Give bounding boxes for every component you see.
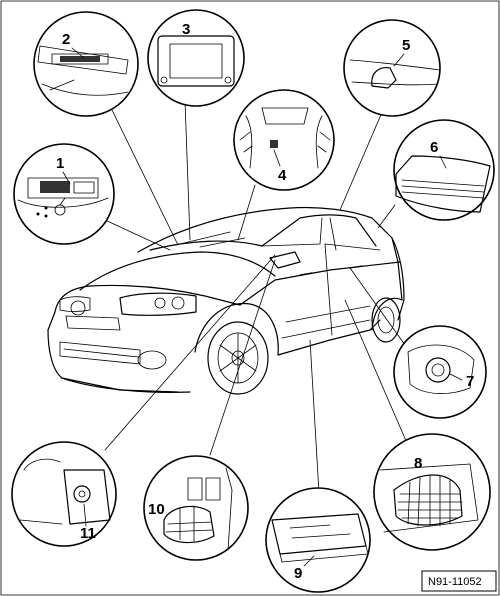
roof-antenna (371, 67, 397, 89)
callout-bubble-8: 8 (373, 433, 491, 551)
callout-bubble-2: 2 (33, 11, 139, 117)
tweeter-front-door (163, 505, 215, 544)
rear-wheel (371, 297, 401, 343)
mirror-triangle-trim (63, 469, 111, 525)
callout-label-1: 1 (56, 155, 64, 172)
grille-mesh (397, 475, 463, 527)
figure-reference-box (421, 570, 497, 592)
door-mirror (269, 251, 301, 269)
callout-bubble-6: 6 (393, 119, 495, 221)
callout-bubble-4: 4 (233, 89, 335, 191)
callout-label-11: 11 (80, 525, 96, 542)
figure-reference: N91-11052 (428, 576, 482, 588)
callout-label-4: 4 (278, 167, 287, 184)
callout-bubble-5: 5 (343, 19, 441, 117)
callout-label-9: 9 (294, 565, 302, 582)
callout-label-10: 10 (148, 501, 165, 518)
callout-label-8: 8 (414, 455, 422, 472)
callout-bubble-7: 7 (393, 325, 487, 419)
headlight-left (59, 296, 91, 312)
leader-lines (104, 99, 411, 511)
vw-emblem (70, 300, 86, 316)
callout-bubble-9: 9 (265, 487, 371, 593)
fog-lamp (137, 350, 167, 370)
radio-navigation-unit (157, 35, 235, 87)
callout-bubble-11: 11 (11, 441, 117, 547)
callout-label-7: 7 (466, 373, 474, 390)
callout-label-6: 6 (430, 139, 438, 156)
callout-label-3: 3 (182, 21, 190, 38)
car-illustration (47, 206, 405, 395)
headlight-right (119, 292, 197, 316)
front-wheel (207, 321, 269, 395)
callout-bubble-1: 1 (13, 143, 115, 245)
rear-window (395, 155, 491, 213)
callout-label-2: 2 (62, 31, 70, 48)
callout-bubble-10: 10 (143, 455, 249, 561)
callout-bubble-3: 3 (147, 9, 245, 107)
tweeter-mirror-triangle (73, 485, 91, 503)
speaker-rear-door (425, 357, 451, 383)
callout-label-5: 5 (402, 37, 410, 54)
